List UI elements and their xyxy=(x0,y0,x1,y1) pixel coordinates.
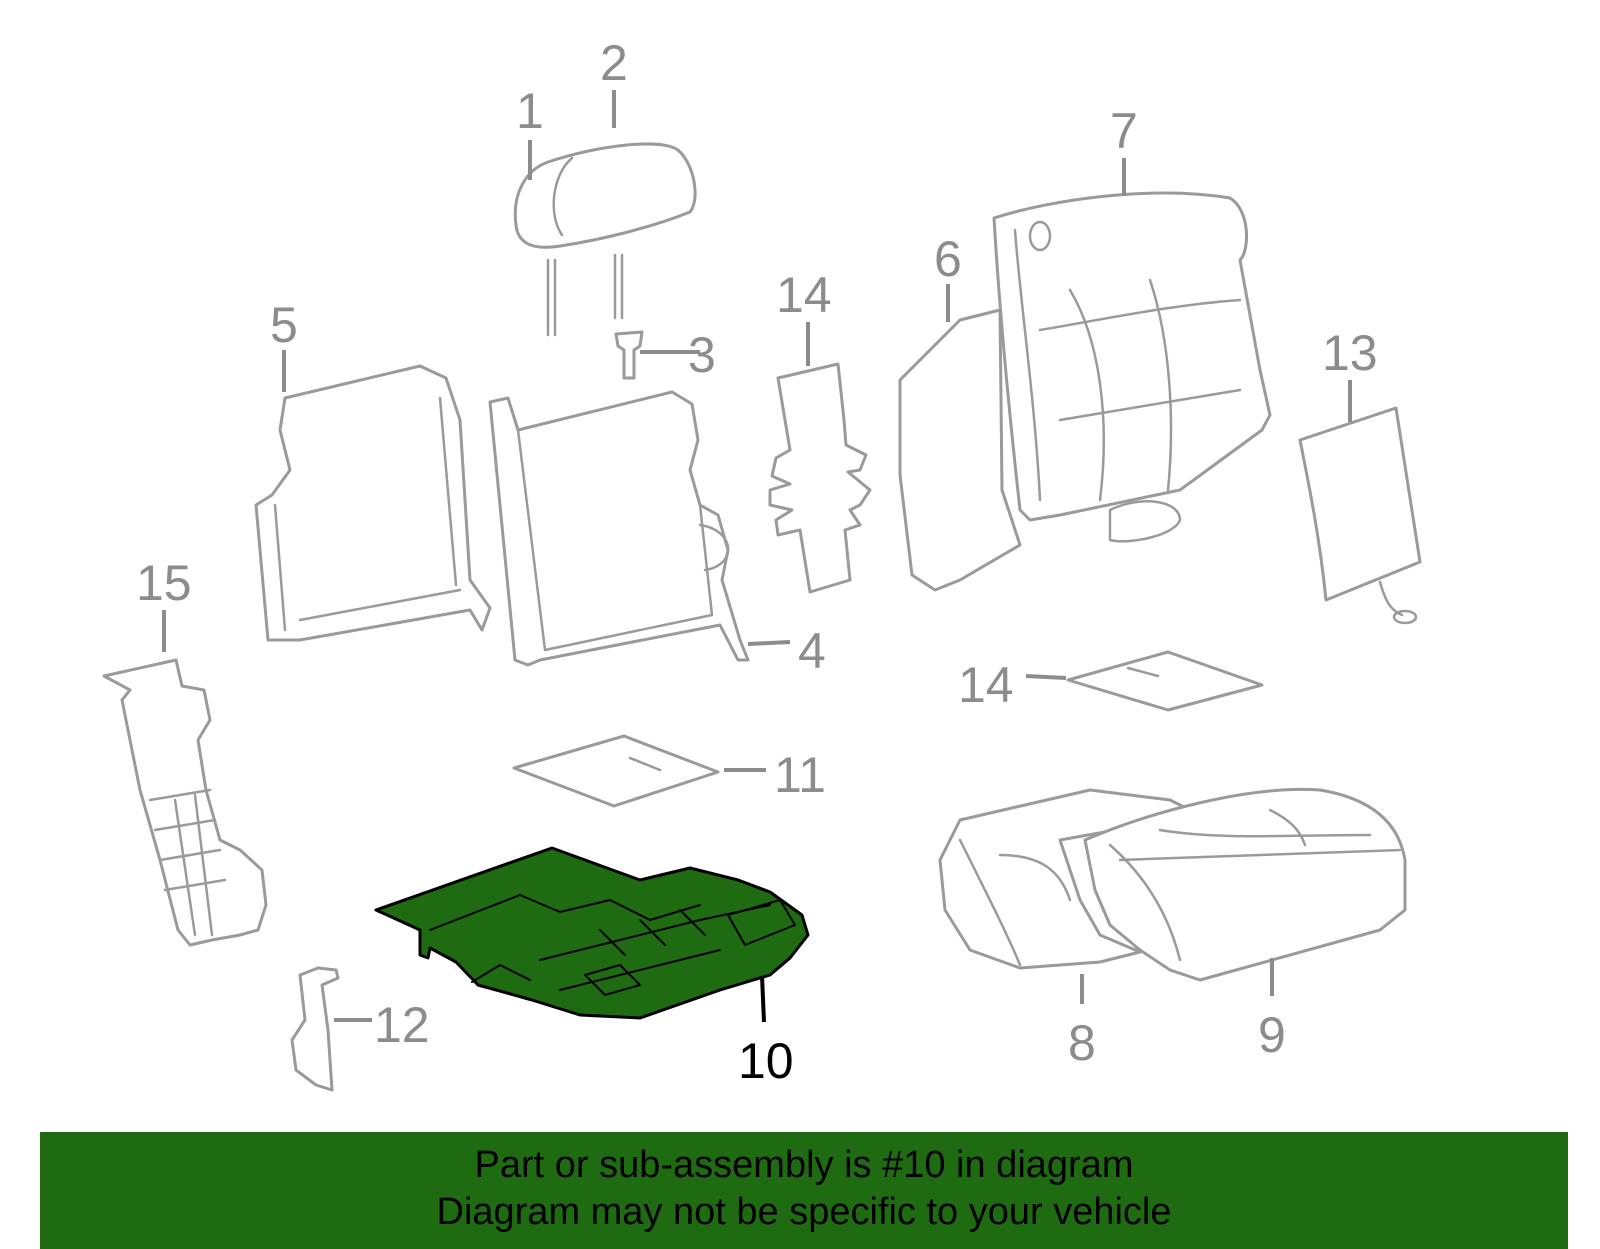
back-board-part xyxy=(1298,406,1422,625)
seat-pad-part xyxy=(1066,650,1264,712)
seat-back-panel-part xyxy=(254,364,492,642)
caption-banner: Part or sub-assembly is #10 in diagram D… xyxy=(40,1132,1568,1249)
callout-label-3: 3 xyxy=(688,327,716,383)
callout-label-5: 5 xyxy=(270,297,298,353)
callout-label-14-lower: 14 xyxy=(958,657,1014,713)
headrest-part xyxy=(513,142,697,337)
leader-4 xyxy=(747,640,791,646)
callout-label-13: 13 xyxy=(1322,325,1378,381)
side-shield-part xyxy=(102,658,268,947)
highlighted-cushion-frame-part xyxy=(374,846,810,1020)
callout-label-7: 7 xyxy=(1110,103,1138,159)
callout-label-10: 10 xyxy=(738,1033,794,1089)
cushion-pad-part xyxy=(512,734,720,808)
callout-labels: 1 2 3 4 5 6 7 8 9 10 11 12 13 14 14 15 xyxy=(136,35,1378,1089)
callout-label-4: 4 xyxy=(798,623,826,679)
callout-label-6: 6 xyxy=(934,231,962,287)
leader-arrows xyxy=(162,90,1352,1023)
callout-label-14-upper: 14 xyxy=(776,267,832,323)
callout-label-2: 2 xyxy=(600,35,628,91)
callout-label-8: 8 xyxy=(1068,1015,1096,1071)
seat-cushion-part xyxy=(938,787,1407,982)
caption-line-2: Diagram may not be specific to your vehi… xyxy=(436,1191,1172,1233)
callout-label-9: 9 xyxy=(1258,1007,1286,1063)
caption-line-1: Part or sub-assembly is #10 in diagram xyxy=(474,1144,1134,1186)
seat-back-frame-part xyxy=(488,390,750,667)
callout-label-11: 11 xyxy=(774,747,826,803)
leader-10 xyxy=(760,975,766,1023)
callout-label-15: 15 xyxy=(136,555,192,611)
seat-back-cover-part xyxy=(898,191,1272,592)
headrest-guide-part xyxy=(614,330,644,380)
trim-clip-part xyxy=(290,966,340,1092)
leader-14-lower xyxy=(1025,674,1067,680)
callout-label-1: 1 xyxy=(516,83,544,139)
callout-label-12: 12 xyxy=(374,997,430,1053)
seat-back-bracket-part xyxy=(768,362,872,594)
